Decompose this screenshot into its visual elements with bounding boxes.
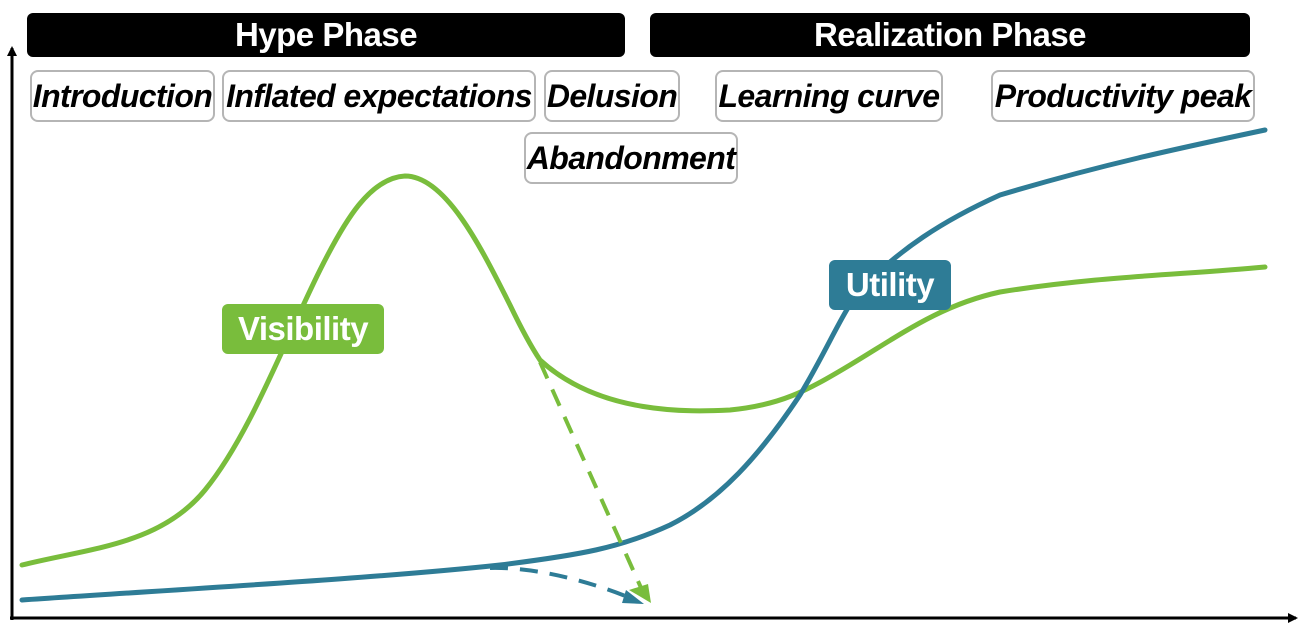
utility-label: Utility [829,260,951,310]
stage-learning-curve: Learning curve [715,70,943,122]
utility-curve [19,127,1268,603]
stage-inflated-expectations: Inflated expectations [222,70,536,122]
visibility-curve [19,173,1268,568]
visibility-abandonment-arrow [538,361,644,591]
visibility-abandonment-arrowhead [629,584,651,603]
realization-phase-bar: Realization Phase [650,13,1250,57]
stage-introduction: Introduction [30,70,215,122]
visibility-label: Visibility [222,304,384,354]
stage-productivity-peak: Productivity peak [991,70,1255,122]
stage-abandonment: Abandonment [524,132,738,184]
hype-phase-bar: Hype Phase [27,13,625,57]
utility-abandonment-arrow [489,565,629,599]
stage-delusion: Delusion [544,70,680,122]
utility-abandonment-arrowhead [622,590,644,604]
